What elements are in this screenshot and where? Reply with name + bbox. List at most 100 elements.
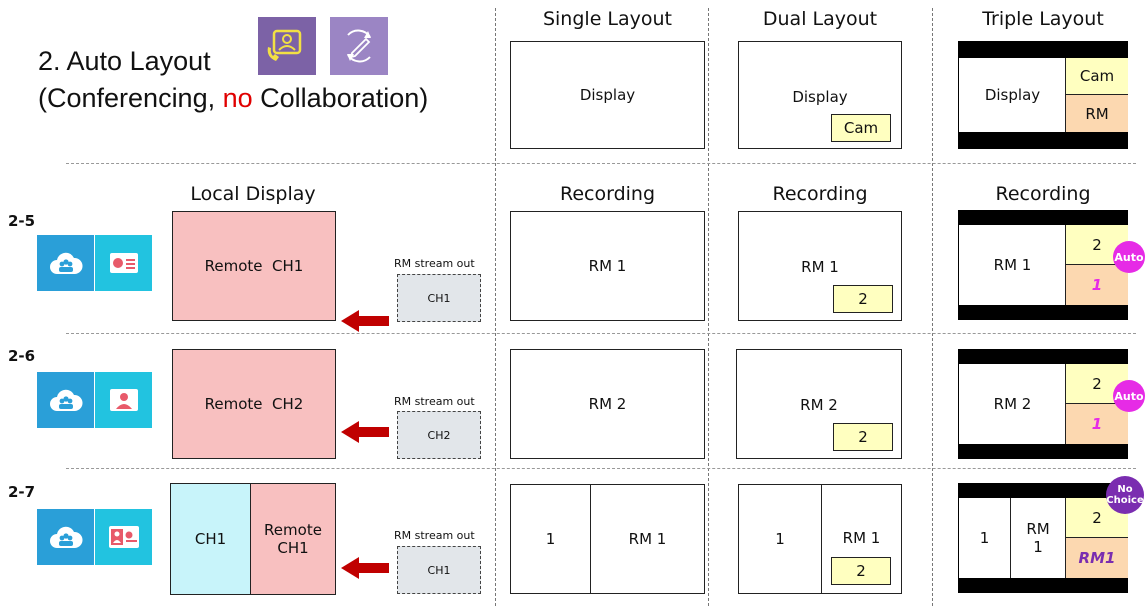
- triple-cam-label: Cam: [1079, 67, 1115, 85]
- row-label-2-6: 2-6: [8, 347, 36, 365]
- row-2-6-triple-main-label: RM 2: [993, 395, 1032, 413]
- subtitle-no: no: [222, 83, 253, 113]
- row-2-5-local-display: Remote CH1: [172, 211, 336, 321]
- header-local-display: Local Display: [190, 183, 316, 205]
- subtitle-suffix: Collaboration): [252, 83, 429, 113]
- title-line-1: 2. Auto Layout: [38, 46, 211, 76]
- row-2-6-dual-pip-label: 2: [858, 428, 868, 446]
- row-2-5-arrow-icon: [341, 310, 389, 332]
- row-2-5-triple-main: RM 1: [958, 225, 1066, 305]
- row-2-7-dual-label: RM 1: [842, 529, 881, 547]
- row-2-7-local-right-label-1: Remote: [264, 521, 322, 539]
- row-2-6-single-label: RM 2: [588, 395, 627, 413]
- triple-bottom-bar: [958, 132, 1128, 149]
- row-divider-1: [66, 163, 1136, 164]
- row-2-6-single: RM 2: [510, 349, 705, 459]
- cloud-people-icon: [37, 235, 94, 291]
- row-2-7-arrow-icon: [341, 557, 389, 579]
- row-2-7-single-left-label: 1: [545, 530, 556, 548]
- row-2-6-auto-badge: Auto: [1113, 380, 1145, 412]
- row-2-6-dual-label: RM 2: [800, 396, 838, 414]
- dual-cam-label: Cam: [843, 119, 879, 137]
- triple-rm-cell: RM: [1065, 95, 1128, 132]
- row-2-7-stream-label: RM stream out: [394, 529, 475, 542]
- row-2-5-stream-box: CH1: [397, 274, 481, 322]
- conferencing-mode-icon: [258, 17, 316, 75]
- row-2-7-local-left: CH1: [171, 484, 251, 594]
- row-2-6-triple-bottom-label: 1: [1091, 415, 1103, 433]
- header-recording-triple: Recording: [995, 183, 1091, 205]
- row-2-7-triple-bottom: RM1: [1065, 538, 1128, 578]
- row-2-7-triple-mid-label-1: RM: [1026, 520, 1050, 538]
- header-triple-layout: Triple Layout: [982, 8, 1104, 30]
- row-2-5-auto-label: Auto: [1114, 250, 1144, 264]
- row-2-7-single-right-label: RM 1: [628, 530, 667, 548]
- row-2-7-single-right: RM 1: [591, 485, 704, 593]
- row-2-6-triple-main: RM 2: [958, 364, 1066, 444]
- row-2-7-dual-pip-label: 2: [856, 562, 866, 580]
- page-title: 2. Auto Layout: [38, 46, 211, 77]
- presentation-icon: [95, 235, 152, 291]
- dual-layout-display: Display Cam: [738, 41, 902, 149]
- row-2-6-local-label: Remote CH2: [204, 395, 304, 413]
- row-2-6-arrow-icon: [341, 421, 389, 443]
- row-2-7-local-right: Remote CH1: [251, 484, 335, 594]
- column-divider-1: [495, 8, 496, 606]
- row-2-7-triple-mid: RM 1: [1011, 498, 1065, 578]
- row-2-7-no-choice-badge: No Choice: [1106, 476, 1144, 514]
- row-2-5-triple-bottom: 1: [1065, 265, 1128, 305]
- row-2-6-triple: RM 2 2 1: [958, 349, 1128, 459]
- row-2-7-stream-ch: CH1: [427, 563, 451, 577]
- row-2-7-triple-top-bar: [958, 483, 1128, 498]
- row-2-5-local-label: Remote CH1: [204, 257, 304, 275]
- column-divider-3: [932, 8, 933, 606]
- row-2-5-icons: [37, 235, 152, 291]
- triple-rm-label: RM: [1085, 104, 1109, 123]
- triple-display-label: Display: [984, 86, 1041, 104]
- row-2-5-triple-bottom-label: 1: [1091, 276, 1103, 294]
- row-2-7-dual-pip: 2: [831, 557, 891, 585]
- header-recording-dual: Recording: [772, 183, 868, 205]
- cloud-people-icon: [37, 372, 94, 428]
- row-2-5-dual: RM 1 2: [738, 211, 902, 321]
- row-2-6-stream-ch: CH2: [427, 428, 451, 442]
- row-2-6-triple-bottom: 1: [1065, 404, 1128, 444]
- collaboration-mode-icon: [330, 17, 388, 75]
- row-2-7-dual-left-label: 1: [775, 530, 785, 548]
- row-2-7-triple-bottom-bar: [958, 578, 1128, 593]
- single-layout-display: Display: [510, 41, 705, 149]
- row-2-7-local-right-label-2: CH1: [277, 539, 309, 557]
- row-2-7-dual-left: 1: [739, 485, 822, 593]
- camera-person-icon: [95, 372, 152, 428]
- row-2-6-triple-bottom-bar: [958, 444, 1128, 459]
- row-2-7-triple-top-label: 2: [1092, 508, 1102, 527]
- row-2-5-dual-label: RM 1: [801, 258, 839, 276]
- dual-display-label: Display: [792, 88, 848, 106]
- row-2-7-dual: 1 RM 1 2: [738, 484, 902, 594]
- single-display-label: Display: [579, 86, 636, 104]
- column-divider-2: [708, 8, 709, 606]
- row-2-7-badge-label-1: No: [1117, 484, 1133, 495]
- row-label-2-7: 2-7: [8, 483, 36, 501]
- row-2-6-icons: [37, 372, 152, 428]
- header-dual-layout: Dual Layout: [762, 8, 878, 30]
- header-single-layout: Single Layout: [542, 8, 673, 30]
- row-2-6-stream-box: CH2: [397, 411, 481, 459]
- row-2-7-stream-box: CH1: [397, 546, 481, 594]
- row-2-7-single: 1 RM 1: [510, 484, 705, 594]
- row-2-6-dual: RM 2 2: [736, 349, 902, 459]
- page-subtitle: (Conferencing, no Collaboration): [38, 83, 428, 114]
- row-2-5-single-label: RM 1: [588, 257, 627, 275]
- row-2-5-dual-pip-label: 2: [858, 290, 868, 308]
- row-2-6-auto-label: Auto: [1114, 389, 1144, 403]
- row-2-5-single: RM 1: [510, 211, 705, 321]
- row-2-7-local-left-label: CH1: [194, 530, 227, 548]
- row-label-2-5: 2-5: [8, 212, 36, 230]
- row-2-7-triple-left: 1: [958, 498, 1011, 578]
- row-2-6-triple-top-bar: [958, 349, 1128, 364]
- row-2-6-triple-top-label: 2: [1092, 374, 1102, 393]
- row-2-6-stream-label: RM stream out: [394, 395, 475, 408]
- triple-layout-display: Display Cam RM: [958, 41, 1128, 149]
- row-2-5-triple-bottom-bar: [958, 305, 1128, 320]
- row-2-7-badge-label-2: Choice: [1106, 495, 1144, 506]
